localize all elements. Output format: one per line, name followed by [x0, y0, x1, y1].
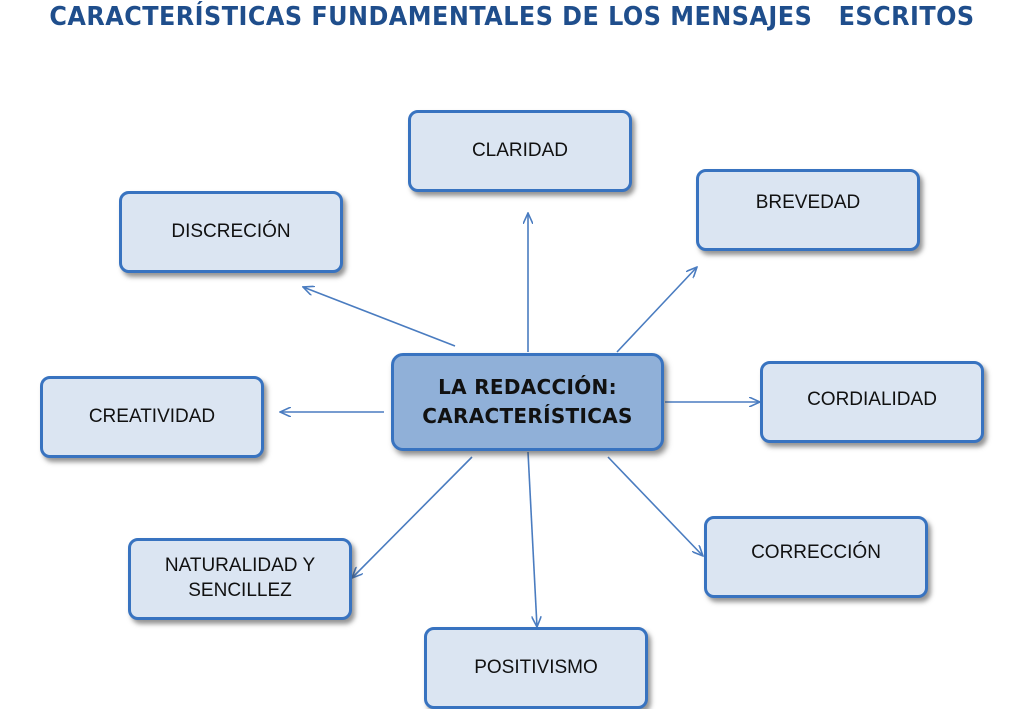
arrow-to-naturalidad	[352, 456, 473, 578]
arrow-to-correccion	[607, 456, 703, 556]
node-discrecion-label: DISCRECIÓN	[171, 220, 291, 242]
node-discrecion: DISCRECIÓN	[119, 191, 343, 273]
node-positivismo-label: POSITIVISMO	[474, 656, 598, 678]
node-creatividad-label: CREATIVIDAD	[88, 405, 216, 427]
node-creatividad: CREATIVIDAD	[40, 376, 264, 458]
node-brevedad-label: BREVEDAD	[755, 191, 861, 213]
center-node-la-redaccion: LA REDACCIÓN: CARACTERÍSTICAS	[391, 353, 664, 451]
node-positivismo: POSITIVISMO	[424, 627, 648, 709]
arrow-to-discrecion	[303, 287, 456, 347]
node-claridad: CLARIDAD	[408, 110, 632, 192]
page-title: CARACTERÍSTICAS FUNDAMENTALES DE LOS MEN…	[49, 2, 975, 32]
arrow-to-positivismo	[527, 451, 537, 627]
node-correccion: CORRECCIÓN	[704, 516, 928, 598]
node-naturalidad-y-sencillez: NATURALIDAD Y SENCILLEZ	[128, 538, 352, 620]
node-naturalidad-label-line2: SENCILLEZ	[188, 580, 292, 601]
arrow-to-brevedad	[616, 267, 697, 353]
node-claridad-label: CLARIDAD	[471, 139, 569, 161]
node-naturalidad-label-line1: NATURALIDAD Y	[164, 555, 316, 577]
node-brevedad: BREVEDAD	[696, 169, 920, 251]
node-cordialidad: CORDIALIDAD	[760, 361, 984, 443]
center-node-line1: LA REDACCIÓN:	[438, 375, 617, 399]
node-cordialidad-label: CORDIALIDAD	[807, 388, 937, 410]
center-node-line2: CARACTERÍSTICAS	[422, 404, 633, 428]
node-correccion-label: CORRECCIÓN	[751, 541, 881, 563]
